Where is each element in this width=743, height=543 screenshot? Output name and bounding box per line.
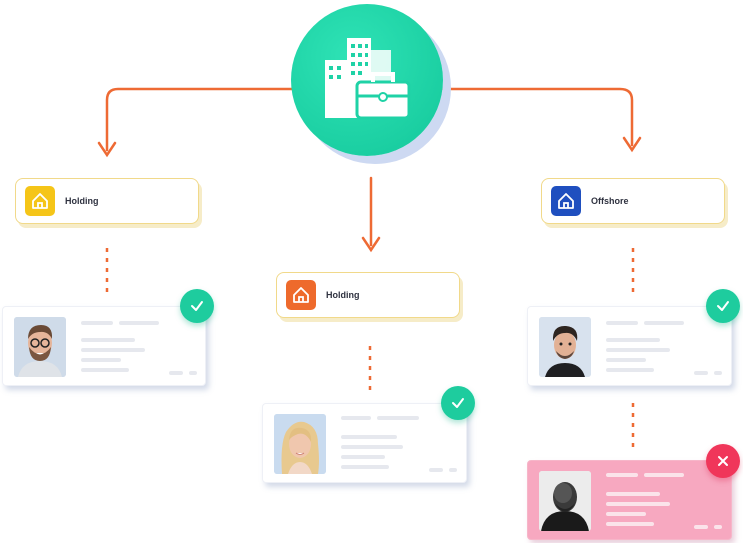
man-dark-hair-avatar xyxy=(539,317,591,377)
placeholder-line xyxy=(606,522,654,526)
placeholder-line xyxy=(694,525,708,529)
placeholder-line xyxy=(606,492,660,496)
placeholder-line xyxy=(606,358,646,362)
placeholder-line xyxy=(606,512,646,516)
man-glasses-beard-avatar xyxy=(14,317,66,377)
entity-box-holding-left[interactable]: Holding xyxy=(15,178,199,224)
placeholder-line xyxy=(189,371,197,375)
placeholder-line xyxy=(81,348,145,352)
checkmark-icon xyxy=(452,398,464,408)
bald-man-hoodie-avatar xyxy=(539,471,591,531)
profile-card[interactable] xyxy=(262,403,467,483)
home-icon xyxy=(551,186,581,216)
arrow-left-icon xyxy=(97,141,117,158)
connector-left xyxy=(105,87,294,152)
close-icon xyxy=(718,456,728,466)
arrow-right-icon xyxy=(622,136,642,153)
placeholder-line xyxy=(119,321,159,325)
checkmark-icon xyxy=(717,301,729,311)
placeholder-line xyxy=(644,473,684,477)
placeholder-line xyxy=(81,321,113,325)
placeholder-line xyxy=(449,468,457,472)
placeholder-line xyxy=(341,445,403,449)
approved-badge xyxy=(441,386,475,420)
placeholder-line xyxy=(377,416,419,420)
entity-label: Holding xyxy=(326,290,360,300)
placeholder-line xyxy=(81,338,135,342)
placeholder-line xyxy=(714,371,722,375)
profile-card[interactable] xyxy=(527,306,732,386)
home-icon xyxy=(25,186,55,216)
connector-right xyxy=(441,87,634,147)
entity-label: Holding xyxy=(65,196,99,206)
placeholder-line xyxy=(694,371,708,375)
home-icon xyxy=(286,280,316,310)
placeholder-line xyxy=(341,465,389,469)
rejected-badge xyxy=(706,444,740,478)
placeholder-line xyxy=(606,338,660,342)
placeholder-line xyxy=(606,502,670,506)
placeholder-line xyxy=(81,368,129,372)
profile-card[interactable] xyxy=(2,306,206,386)
approved-badge xyxy=(180,289,214,323)
placeholder-line xyxy=(429,468,443,472)
entity-box-holding-center[interactable]: Holding xyxy=(276,272,460,318)
placeholder-line xyxy=(81,358,121,362)
entity-box-offshore[interactable]: Offshore xyxy=(541,178,725,224)
placeholder-line xyxy=(606,473,638,477)
checkmark-icon xyxy=(191,301,203,311)
placeholder-line xyxy=(714,525,722,529)
entity-label: Offshore xyxy=(591,196,629,206)
approved-badge xyxy=(706,289,740,323)
company-hub xyxy=(291,4,443,156)
office-building-briefcase-icon xyxy=(325,38,411,120)
placeholder-line xyxy=(606,368,654,372)
placeholder-line xyxy=(341,455,385,459)
placeholder-line xyxy=(606,321,638,325)
placeholder-line xyxy=(169,371,183,375)
placeholder-line xyxy=(341,416,371,420)
placeholder-line xyxy=(644,321,684,325)
placeholder-line xyxy=(606,348,670,352)
woman-blonde-avatar xyxy=(274,414,326,474)
profile-card-rejected[interactable] xyxy=(527,460,732,540)
placeholder-line xyxy=(341,435,397,439)
arrow-center-icon xyxy=(361,236,381,253)
